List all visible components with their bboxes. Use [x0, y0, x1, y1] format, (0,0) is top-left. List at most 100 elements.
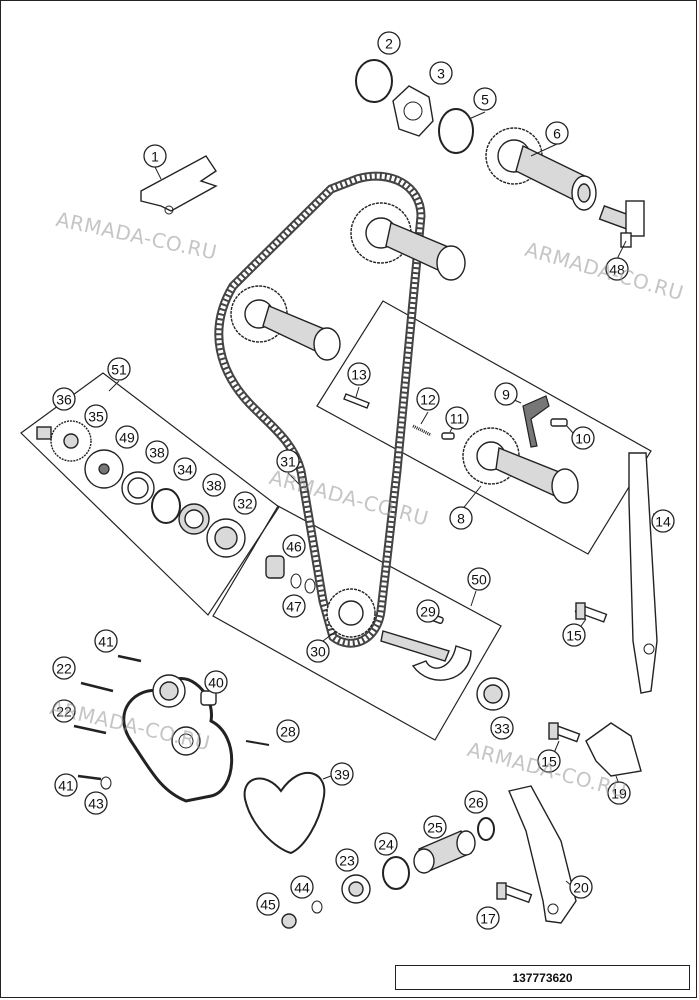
callout-15: 15 — [537, 749, 561, 773]
callout-circle — [473, 87, 497, 111]
callout-number: 8 — [457, 511, 465, 527]
callout-number: 41 — [58, 778, 74, 794]
callout-28: 28 — [276, 719, 300, 743]
callout-number: 11 — [450, 411, 465, 427]
callout-circle — [347, 362, 371, 386]
callout-51: 51 — [107, 357, 131, 381]
impeller-nut — [36, 426, 52, 440]
decompressor-pin — [550, 418, 568, 427]
callout-number: 2 — [385, 36, 393, 52]
callout-circle — [494, 382, 518, 406]
callout-number: 15 — [566, 628, 582, 644]
bolt-17 — [496, 882, 533, 904]
callout-46: 46 — [282, 534, 306, 558]
o-ring — [438, 108, 474, 154]
callout-19: 19 — [607, 781, 631, 805]
callout-circle — [330, 762, 354, 786]
cover-gasket — [392, 85, 434, 137]
callout-circle — [545, 121, 569, 145]
callout-number: 45 — [260, 897, 276, 913]
callout-circle — [145, 440, 169, 464]
callout-number: 10 — [575, 431, 591, 447]
callout-number: 43 — [88, 796, 104, 812]
callout-circle — [282, 594, 306, 618]
bearing-ring-38b — [178, 503, 210, 535]
callout-circle — [84, 791, 108, 815]
callout-30: 30 — [306, 639, 330, 663]
callout-circle — [84, 404, 108, 428]
callout-number: 48 — [609, 262, 625, 278]
callout-25: 25 — [423, 815, 447, 839]
callout-circle — [52, 656, 76, 680]
callout-number: 40 — [208, 675, 224, 691]
callout-10: 10 — [571, 426, 595, 450]
callout-26: 26 — [464, 790, 488, 814]
spring — [412, 424, 432, 437]
callout-17: 17 — [476, 906, 500, 930]
callout-circle — [115, 425, 139, 449]
tensioner-rail — [508, 785, 577, 924]
needle-bushing — [265, 555, 285, 579]
callout-11: 11 — [445, 406, 469, 430]
group-box-8 — [316, 300, 652, 555]
callout-circle — [605, 257, 629, 281]
callout-circle — [377, 31, 401, 55]
callout-number: 49 — [119, 430, 135, 446]
o-ring-26 — [477, 817, 495, 841]
callout-number: 34 — [177, 462, 193, 478]
callout-number: 6 — [553, 126, 561, 142]
callout-35: 35 — [84, 404, 108, 428]
callout-circle — [464, 790, 488, 814]
callout-22: 22 — [52, 699, 76, 723]
callout-circle — [374, 832, 398, 856]
callout-circle — [562, 623, 586, 647]
plug-45 — [281, 913, 297, 929]
callout-circle — [416, 387, 440, 411]
washer-44 — [311, 900, 323, 914]
callout-8: 8 — [449, 506, 473, 530]
pin-small — [441, 432, 455, 440]
screws-left — [73, 654, 142, 781]
callout-39: 39 — [330, 762, 354, 786]
callout-circle — [445, 406, 469, 430]
callout-number: 36 — [56, 392, 72, 408]
callout-5: 5 — [473, 87, 497, 111]
pin-28 — [245, 740, 270, 746]
pump-shaft-seal — [84, 449, 124, 489]
bolt-upper — [574, 602, 608, 623]
callout-number: 50 — [471, 572, 487, 588]
callout-circle — [569, 875, 593, 899]
bolt-lower — [548, 722, 581, 743]
callout-number: 3 — [437, 66, 445, 82]
callout-number: 47 — [286, 599, 302, 615]
seal-rings — [290, 573, 316, 594]
callout-number: 29 — [420, 604, 436, 620]
o-ring-24 — [382, 856, 410, 890]
callout-9: 9 — [494, 382, 518, 406]
timing-chain — [214, 171, 426, 648]
callout-1: 1 — [143, 144, 167, 168]
camshaft-lower — [462, 427, 579, 504]
callout-14: 14 — [651, 509, 675, 533]
callout-circle — [449, 506, 473, 530]
needle-bearing-33 — [476, 677, 510, 711]
callout-circle — [54, 773, 78, 797]
callout-40: 40 — [204, 670, 228, 694]
callout-number: 51 — [111, 362, 127, 378]
callout-number: 23 — [339, 853, 355, 869]
callout-circle — [490, 716, 514, 740]
callout-49: 49 — [115, 425, 139, 449]
callout-number: 1 — [151, 149, 159, 165]
callout-circle — [306, 639, 330, 663]
callout-circle — [290, 875, 314, 899]
callout-number: 38 — [149, 445, 165, 461]
callout-23: 23 — [335, 848, 359, 872]
callout-33: 33 — [490, 716, 514, 740]
group-box-50 — [212, 505, 502, 741]
bearing-ring-38a — [121, 471, 155, 505]
callout-43: 43 — [84, 791, 108, 815]
callout-circle — [52, 387, 76, 411]
callout-31: 31 — [276, 449, 300, 473]
callout-number: 44 — [294, 880, 310, 896]
callout-circle — [282, 534, 306, 558]
